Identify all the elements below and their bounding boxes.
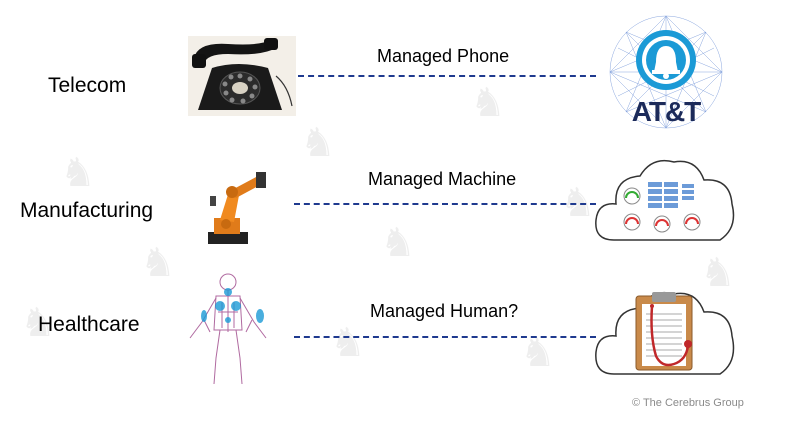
category-label-telecom: Telecom xyxy=(48,74,127,97)
connector-line-healthcare xyxy=(294,336,596,338)
human-anatomy-image xyxy=(180,272,276,388)
connection-label-managed-phone: Managed Phone xyxy=(377,46,510,66)
att-logo-text: AT&T xyxy=(631,96,702,127)
connection-label-managed-human: Managed Human? xyxy=(370,301,519,321)
att-logo: AT&T xyxy=(596,8,736,136)
connector-line-telecom xyxy=(298,75,596,77)
copyright-text: © The Cerebrus Group xyxy=(632,397,744,409)
category-label-manufacturing: Manufacturing xyxy=(20,199,154,222)
medical-chart-cloud-image xyxy=(592,276,740,386)
connector-line-manufacturing xyxy=(294,203,596,205)
dashboard-cloud-image xyxy=(592,148,740,250)
category-label-healthcare: Healthcare xyxy=(38,313,140,336)
connection-label-managed-machine: Managed Machine xyxy=(368,169,517,189)
rotary-phone-image xyxy=(188,36,296,116)
robot-arm-image xyxy=(200,166,270,246)
